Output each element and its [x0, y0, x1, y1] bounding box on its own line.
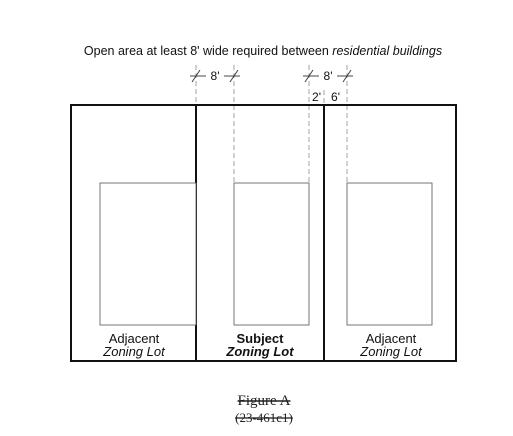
diagram-title: Open area at least 8' wide required betw…	[84, 44, 442, 58]
lot-label-right-line2: Zoning Lot	[359, 344, 423, 359]
title-prefix: Open area at least 8' wide required betw…	[84, 44, 332, 58]
extension-lines	[195, 65, 348, 183]
lot-label-left-line1: Adjacent	[109, 331, 160, 346]
dimension-label-split-a: 2'	[312, 90, 321, 104]
title-emphasis: residential buildings	[332, 44, 442, 58]
building-right	[346, 182, 433, 326]
building-subject	[233, 182, 310, 326]
lot-label-right-line1: Adjacent	[366, 331, 417, 346]
figure-reference: (23-461c1)	[235, 410, 293, 425]
building-left	[99, 182, 197, 326]
dimension-left	[190, 69, 240, 83]
dimension-label-split-b: 6'	[331, 90, 340, 104]
dimension-label-left: 8'	[211, 69, 220, 83]
dimension-right	[303, 69, 353, 83]
figure-caption: Figure A	[238, 393, 291, 409]
lot-label-subject-line2: Zoning Lot	[225, 344, 294, 359]
lot-label-left-line2: Zoning Lot	[102, 344, 166, 359]
dimension-label-right: 8'	[324, 69, 333, 83]
lots-outline	[70, 104, 457, 362]
lot-label-subject-line1: Subject	[237, 331, 285, 346]
